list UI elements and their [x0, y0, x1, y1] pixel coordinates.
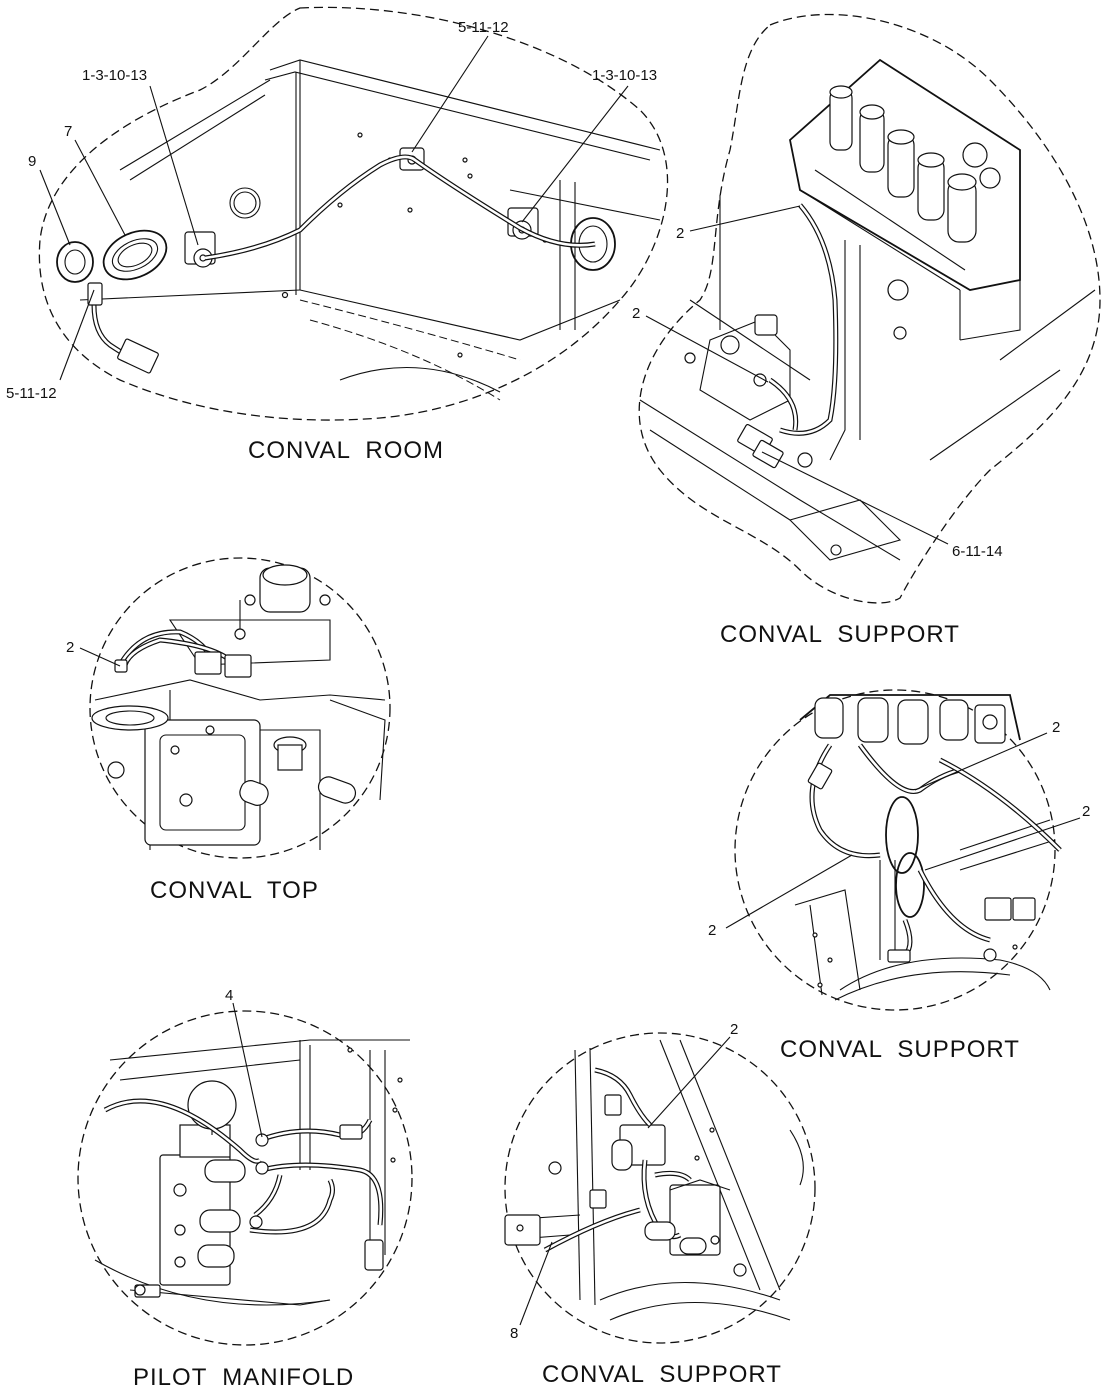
callout-7: 7: [64, 123, 72, 140]
room-structure: [79, 59, 661, 401]
view-title-conval-support-1: CONVAL SUPPORT: [720, 621, 960, 648]
view-pilot-manifold: 4 PILOT MANIFOLD: [77, 987, 413, 1391]
harness: [807, 743, 1062, 963]
leaders: [645, 205, 949, 545]
harness: [87, 154, 596, 374]
clamp-left: [184, 231, 216, 268]
view-title-conval-top: CONVAL TOP: [150, 877, 319, 904]
callout-2-b: 2: [1082, 803, 1090, 820]
support-frame: [639, 195, 1096, 561]
view-title-conval-support-2: CONVAL SUPPORT: [780, 1036, 1020, 1063]
structure: [504, 1039, 804, 1321]
view-conval-support-2: 2 2 2 CONVAL SUPPORT: [708, 689, 1090, 1063]
hoses: [103, 1098, 384, 1271]
view-conval-top: 2 CONVAL TOP: [66, 557, 391, 904]
view-title-conval-support-3: CONVAL SUPPORT: [542, 1361, 782, 1388]
view-title-pilot-manifold: PILOT MANIFOLD: [133, 1364, 354, 1391]
detail-boundary: [89, 557, 391, 859]
callout-5-11-12-top: 5-11-12: [458, 19, 509, 36]
callout-2-a: 2: [676, 225, 684, 242]
solenoid-stack: [829, 85, 1001, 243]
leader: [232, 1002, 263, 1138]
leaders: [39, 35, 629, 381]
callout-2-c: 2: [708, 922, 716, 939]
callout-8: 8: [510, 1325, 518, 1342]
harness: [543, 1067, 707, 1255]
callout-1-3-10-13-right: 1-3-10-13: [592, 67, 657, 84]
callout-2: 2: [66, 639, 74, 656]
callout-2: 2: [730, 1021, 738, 1038]
manifold-structure: [94, 1039, 410, 1306]
callout-2-a: 2: [1052, 719, 1060, 736]
callout-6-11-14: 6-11-14: [952, 543, 1003, 560]
detail-boundary: [638, 13, 1101, 604]
callout-4: 4: [225, 987, 233, 1004]
callout-1-3-10-13-left: 1-3-10-13: [82, 67, 147, 84]
view-conval-room: 9 7 1-3-10-13 5-11-12 1-3-10-13 5-11-12 …: [6, 6, 669, 464]
detail-boundary: [734, 689, 1056, 1011]
leaders: [725, 732, 1081, 929]
view-title-conval-room: CONVAL ROOM: [248, 437, 444, 464]
leader: [79, 647, 121, 667]
detail-boundary: [77, 1010, 413, 1346]
structure: [794, 694, 1056, 1001]
valve-top-structure: [91, 564, 386, 850]
leaders: [519, 1036, 731, 1326]
grommet-7: [102, 229, 168, 281]
callout-5-11-12-bottom: 5-11-12: [6, 385, 57, 402]
harness: [114, 629, 252, 678]
valve-bank: [789, 58, 1021, 341]
view-conval-support-3: 2 8 CONVAL SUPPORT: [504, 1021, 816, 1388]
detail-boundary: [38, 6, 669, 421]
detail-boundary: [504, 1032, 816, 1344]
harness: [737, 203, 839, 469]
callout-2-b: 2: [632, 305, 640, 322]
callout-9: 9: [28, 153, 36, 170]
view-conval-support-1: 2 2 6-11-14 CONVAL SUPPORT: [632, 13, 1101, 648]
grommet-9: [56, 241, 94, 283]
